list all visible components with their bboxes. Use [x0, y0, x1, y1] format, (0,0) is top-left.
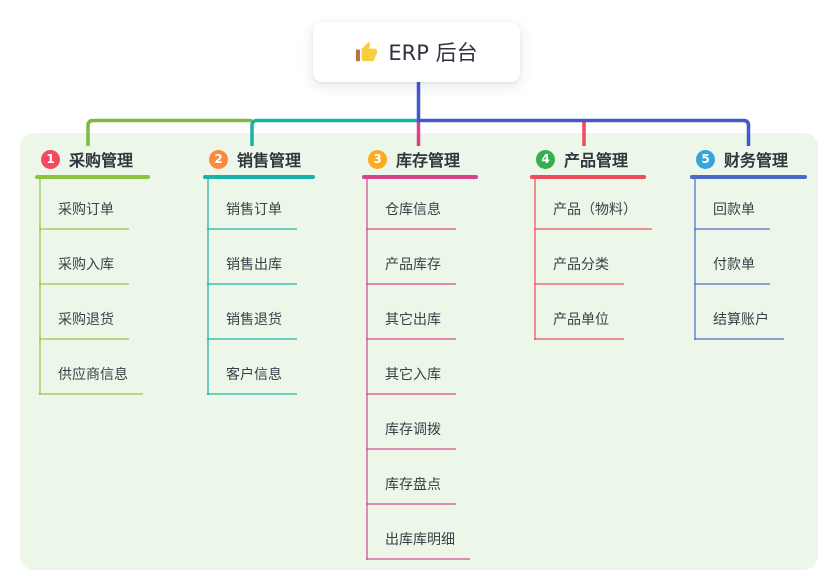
- branch-label: 销售管理: [237, 151, 302, 170]
- child-node[interactable]: 供应商信息: [39, 367, 143, 395]
- branch-header-product[interactable]: 4 产品管理: [536, 147, 628, 171]
- branch-underline: [690, 175, 807, 179]
- child-node[interactable]: 销售订单: [207, 202, 297, 230]
- branch-number-badge: 4: [536, 149, 555, 169]
- child-node[interactable]: 采购退货: [39, 312, 129, 340]
- child-node[interactable]: 库存调拨: [366, 422, 456, 450]
- child-node[interactable]: 付款单: [694, 257, 770, 285]
- branch-underline: [203, 175, 315, 179]
- branch-purchase: 1 采购管理 采购订单 采购入库 采购退货 供应商信息: [35, 0, 195, 588]
- branch-product: 4 产品管理 产品（物料） 产品分类 产品单位: [530, 0, 700, 588]
- branch-underline: [530, 175, 646, 179]
- child-node[interactable]: 产品库存: [366, 257, 456, 285]
- branch-number-badge: 1: [41, 149, 60, 169]
- branch-underline: [35, 175, 150, 179]
- root-node-label: ERP 后台: [388, 41, 478, 65]
- child-node[interactable]: 采购订单: [39, 202, 129, 230]
- branch-connector-line: [39, 177, 41, 395]
- child-node[interactable]: 其它出库: [366, 312, 456, 340]
- child-node[interactable]: 其它入库: [366, 367, 456, 395]
- child-node[interactable]: 结算账户: [694, 312, 784, 340]
- branch-header-finance[interactable]: 5 财务管理: [696, 147, 788, 171]
- branch-number-badge: 2: [209, 149, 228, 169]
- child-node[interactable]: 出库库明细: [366, 532, 470, 560]
- child-node[interactable]: 采购入库: [39, 257, 129, 285]
- child-node[interactable]: 仓库信息: [366, 202, 456, 230]
- branch-label: 采购管理: [69, 151, 134, 170]
- child-node[interactable]: 销售退货: [207, 312, 297, 340]
- thumbs-up-icon: [356, 41, 378, 61]
- branch-connector-line: [207, 177, 209, 395]
- branch-finance: 5 财务管理 回款单 付款单 结算账户: [690, 0, 839, 588]
- mindmap-canvas-panel: [20, 133, 818, 570]
- branch-header-purchase[interactable]: 1 采购管理: [41, 147, 133, 171]
- branch-sales: 2 销售管理 销售订单 销售出库 销售退货 客户信息: [203, 0, 363, 588]
- branch-label: 产品管理: [564, 151, 629, 170]
- branch-connector-line: [366, 177, 368, 560]
- child-node[interactable]: 销售出库: [207, 257, 297, 285]
- child-node[interactable]: 客户信息: [207, 367, 297, 395]
- child-node[interactable]: 产品（物料）: [534, 202, 652, 230]
- branch-header-inventory[interactable]: 3 库存管理: [368, 147, 460, 171]
- branch-number-badge: 3: [368, 149, 387, 169]
- branch-label: 库存管理: [396, 151, 461, 170]
- root-node[interactable]: ERP 后台: [313, 22, 520, 82]
- child-node[interactable]: 产品分类: [534, 257, 624, 285]
- child-node[interactable]: 库存盘点: [366, 477, 456, 505]
- branch-label: 财务管理: [724, 151, 789, 170]
- child-node[interactable]: 回款单: [694, 202, 770, 230]
- branch-underline: [362, 175, 478, 179]
- branch-inventory: 3 库存管理 仓库信息 产品库存 其它出库 其它入库 库存调拨 库存盘点 出库库…: [362, 0, 522, 588]
- child-node[interactable]: 产品单位: [534, 312, 624, 340]
- branch-number-badge: 5: [696, 149, 715, 169]
- branch-header-sales[interactable]: 2 销售管理: [209, 147, 301, 171]
- branch-connector-line: [694, 177, 696, 340]
- branch-connector-line: [534, 177, 536, 340]
